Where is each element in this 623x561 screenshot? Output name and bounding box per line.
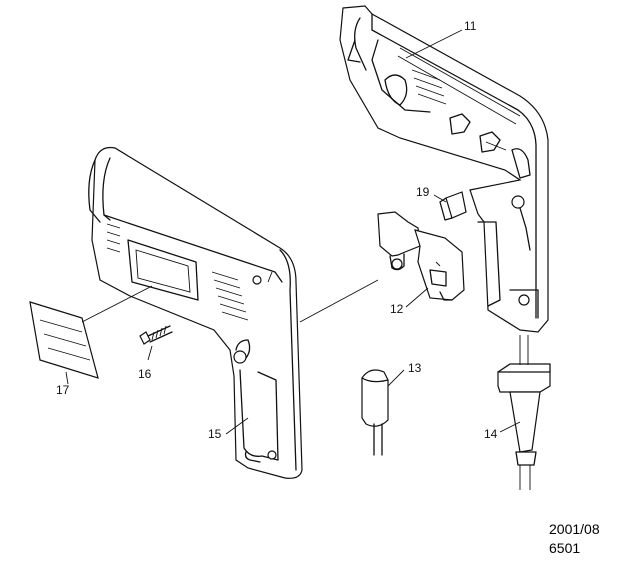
part-label-16: 16: [138, 367, 152, 381]
leader-lines: [65, 29, 521, 435]
switch-drawing: [377, 211, 465, 301]
cord-drawing: [497, 335, 551, 490]
housing-half-right-drawing: [339, 5, 549, 333]
part-label-13: 13: [408, 361, 422, 375]
footer-date: 2001/08: [549, 521, 600, 537]
switch-button-drawing: [439, 191, 467, 221]
part-label-19: 19: [416, 185, 430, 199]
housing-half-left-drawing: [88, 146, 303, 479]
part-label-11: 11: [464, 19, 477, 33]
name-plate-drawing: [29, 301, 99, 379]
part-label-12: 12: [390, 302, 404, 316]
footer-code: 6501: [549, 540, 580, 556]
part-label-14: 14: [484, 427, 498, 441]
cord-guard-drawing: [361, 369, 389, 456]
part-label-15: 15: [208, 427, 222, 441]
screw-drawing: [139, 325, 173, 345]
part-label-17: 17: [56, 383, 70, 397]
